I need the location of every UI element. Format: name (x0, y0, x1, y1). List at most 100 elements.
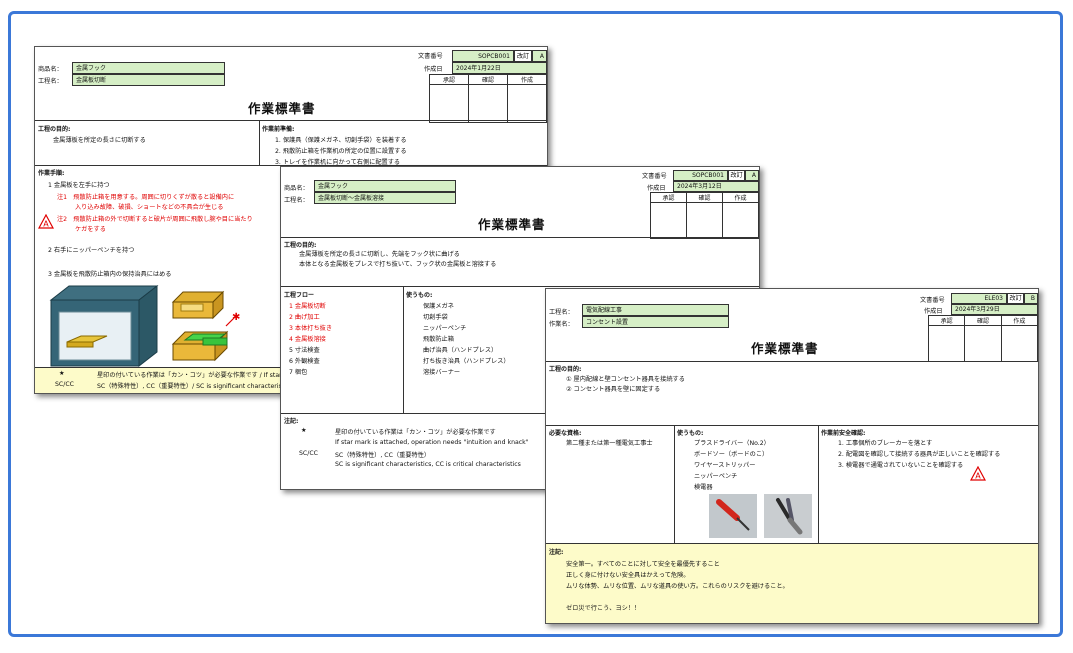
note-line-2: 正しく身に付けない安全具はかえって危険。 (566, 572, 690, 579)
note-line-4: ゼロ災で行こう、ヨシ！！ (566, 605, 641, 612)
process-value: 電気配線工事 (582, 304, 729, 316)
approve-header: 承認 (429, 74, 469, 85)
check-header: 確認 (964, 315, 1002, 326)
process-label: 工程名： (549, 309, 574, 316)
svg-text:A: A (43, 220, 49, 229)
rev-value: A (745, 170, 759, 181)
notes-heading: 注記: (284, 418, 299, 425)
purpose-heading: 工程の目的: (549, 366, 582, 373)
note-sc-label: SC/CC (299, 450, 318, 457)
note-2-line-2: ケガをする (75, 226, 106, 233)
note-star-text-2: If star mark is attached, operation need… (335, 439, 529, 446)
approve-cell (927, 325, 966, 362)
qualification-text: 第二種または第一種電気工事士 (566, 440, 653, 447)
tool-item: 検電器 (694, 484, 713, 491)
flow-step-5: 5 寸法検査 (289, 347, 320, 354)
tool-item: 飛散防止箱 (423, 336, 454, 343)
note-star: ★ (301, 427, 307, 434)
purpose-line-1: ① 屋内配線と壁コンセント器具を接続する (566, 376, 685, 383)
flow-step-1: 1 金属板切断 (289, 303, 326, 310)
check-cell (468, 84, 508, 123)
work-value: コンセント設置 (582, 316, 729, 328)
author-header: 作成 (1000, 315, 1038, 326)
note-star-text-1: 星印の付いている作業は「カン・コツ」が必要な作業です (335, 429, 496, 436)
approve-cell (429, 84, 469, 123)
note-1-line-2: 入り込み故障、破損、ショートなどの不具合が生じる (75, 204, 224, 211)
tool-item: ボードソー（ボードのこ） (694, 451, 769, 458)
fixture-illustration: ✱ (49, 284, 240, 367)
safety-item-2: 2. 配電図を確認して接続する器具が正しいことを確認する (838, 451, 1001, 458)
step-1: 1 金属板を左手に持つ (48, 182, 110, 189)
doc-no-label: 文書番号 (642, 173, 667, 180)
purpose-line-1: 金属薄板を所定の長さに切断し、先端をフック状に曲げる (299, 251, 460, 258)
created-value: 2024年3月12日 (673, 181, 759, 192)
author-header: 作成 (722, 192, 759, 203)
flow-heading: 工程フロー (284, 292, 315, 299)
tool-item: プラスドライバー（No.2） (694, 440, 770, 447)
approve-header: 承認 (650, 192, 687, 203)
process-value: 金属板切断〜金属板溶接 (314, 192, 456, 204)
note-2-line-1: 注2 飛散防止箱の外で切断すると破片が周囲に飛散し腕や目に当たり (57, 216, 253, 223)
footer-sc-text: SC（特殊特性）, CC（重要特性）/ SC is significant ch… (97, 383, 295, 390)
author-cell (507, 84, 547, 123)
page-title: 作業標準書 (478, 217, 546, 232)
flow-step-4: 4 金属板溶接 (289, 336, 326, 343)
rev-value: B (1024, 293, 1038, 304)
doc-no-value: SOPCB001 (452, 50, 514, 62)
warning-triangle-icon: A (38, 214, 54, 229)
step-2: 2 右手にニッパーペンチを持つ (48, 247, 135, 254)
rev-label: 改訂 (1007, 293, 1024, 304)
flow-step-2: 2 曲げ加工 (289, 314, 320, 321)
tool-item: ニッパーペンチ (423, 325, 467, 332)
doc-no-value: ELE03 (951, 293, 1007, 304)
tool-item: ニッパーペンチ (694, 473, 738, 480)
nippers-photo (764, 494, 812, 538)
work-label: 作業名： (549, 321, 574, 328)
author-cell (1000, 325, 1038, 362)
flow-step-6: 6 外観検査 (289, 358, 320, 365)
tool-item: ワイヤーストリッパー (694, 462, 756, 469)
purpose-heading: 工程の目的: (38, 126, 71, 133)
doc-no-value: SOPCB001 (673, 170, 728, 181)
note-line-1: 安全第一。すべてのことに対して安全を最優先すること (566, 561, 720, 568)
prep-heading: 作業前準備: (262, 126, 295, 133)
created-label: 作成日 (647, 185, 666, 192)
purpose-line-2: ② コンセント器具を壁に固定する (566, 386, 661, 393)
created-value: 2024年3月29日 (951, 304, 1038, 315)
product-label: 商品名： (284, 185, 309, 192)
doc-no-label: 文書番号 (920, 297, 945, 304)
svg-text:A: A (975, 472, 981, 481)
check-header: 確認 (686, 192, 723, 203)
flow-step-7: 7 梱包 (289, 369, 308, 376)
prep-item-1: 1. 保護具（保護メガネ、切創手袋）を装着する (275, 137, 407, 144)
warning-triangle-icon: A (970, 466, 986, 481)
product-value: 金属フック (314, 180, 456, 192)
created-value: 2024年1月22日 (452, 62, 547, 74)
process-value: 金属板切断 (72, 74, 225, 86)
page-title: 作業標準書 (248, 101, 316, 116)
safety-heading: 作業前安全確認: (821, 430, 866, 437)
author-cell (722, 202, 759, 239)
prep-item-2: 2. 飛散防止箱を作業机の所定の位置に設置する (275, 148, 407, 155)
rev-value: A (532, 50, 547, 62)
note-line-3: ムリな体勢、ムリな位置、ムリな道具の使い方。これらのリスクを避けること。 (566, 583, 789, 590)
doc-no-label: 文書番号 (418, 53, 443, 60)
approval-table: 承認確認作成 (429, 74, 547, 123)
tool-item: 保護メガネ (423, 303, 454, 310)
check-cell (686, 202, 723, 239)
purpose-heading: 工程の目的: (284, 242, 317, 249)
qualifications-heading: 必要な資格: (549, 430, 582, 437)
tool-item: 曲げ治具（ハンドプレス） (423, 347, 498, 354)
tool-item: 打ち抜き治具（ハンドプレス） (423, 358, 510, 365)
note-1-line-1: 注1 飛散防止箱を用意する。周囲に切りくずが散ると設備内に (57, 194, 235, 201)
screwdriver-photo (709, 494, 757, 538)
author-header: 作成 (507, 74, 547, 85)
steps-heading: 作業手順: (38, 170, 65, 177)
flow-step-3: 3 本体打ち抜き (289, 325, 333, 332)
footer-star-text: 星印の付いている作業は「カン・コツ」が必要な作業です / If star mar… (97, 372, 300, 379)
process-label: 工程名： (38, 78, 63, 85)
tools-heading: 使うもの: (406, 292, 433, 299)
created-label: 作成日 (924, 308, 943, 315)
purpose-text: 金属薄板を所定の長さに切断する (53, 137, 146, 144)
rev-label: 改訂 (728, 170, 745, 181)
